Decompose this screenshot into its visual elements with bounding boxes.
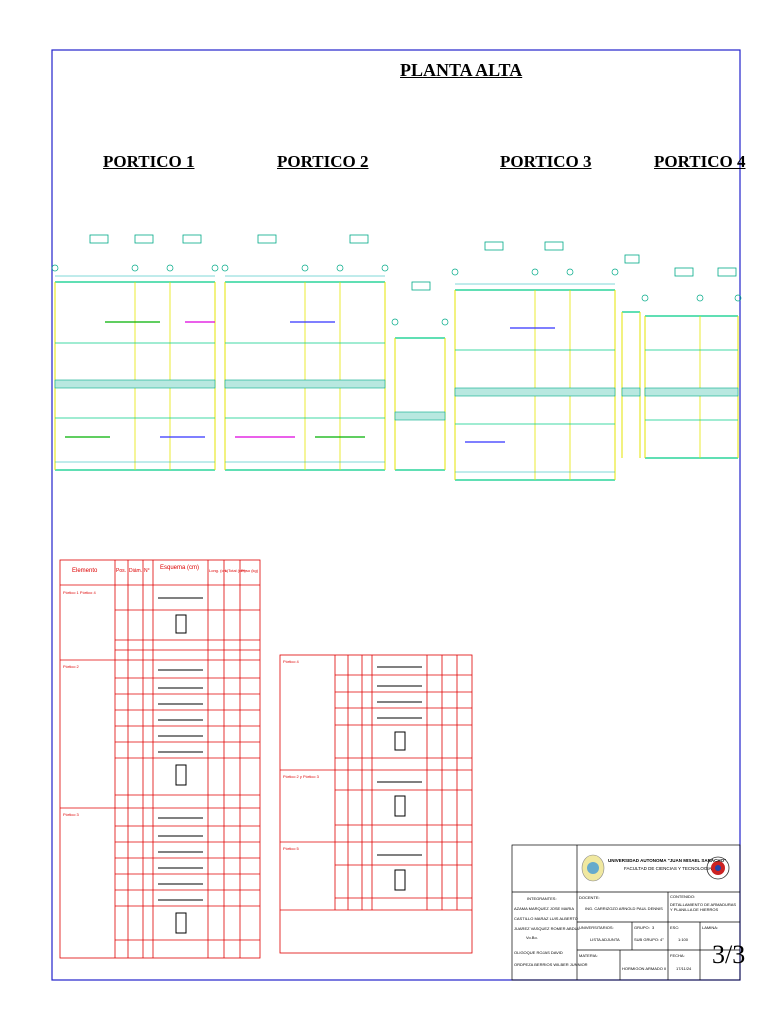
universitarios-label: UNIVERSITARIOS: [579,925,614,930]
rebar-schedule-table-1 [59,559,261,959]
escala-label: ESC: [670,925,680,930]
contenido-text: DETALLAMIENTO DE ARMADURAS Y PLANILLA DE… [670,902,737,912]
rebar-shapes-table-1 [158,597,203,934]
visto-bueno-label: Vo.Bo. [526,935,538,940]
table1-header-elemento: Elemento [72,568,98,574]
portico-elevations [51,234,742,481]
portico-1-elevation [51,234,219,471]
portico-2-elevation [221,234,389,471]
table2-section-3: Pórtico 5 [283,846,299,851]
portico-4-title: PORTICO 4 [654,152,746,171]
rebar-shapes-table-2 [377,666,422,891]
portico-2-title: PORTICO 2 [277,152,369,171]
materia-label: MATERIA: [579,953,598,958]
subgrupo-value: 4° [660,937,664,942]
integrante-3: JUAREZ VASQUEZ ROMER ABDUL [514,926,580,931]
university-logo [581,854,605,882]
table1-header-diam: Diám. [129,568,143,574]
sheet-number: 3/3 [712,940,746,969]
university-name: UNIVERSIDAD AUTONOMA "JUAN MISAEL SARACH… [608,858,727,863]
integrante-1: AZAMA MARQUEZ JOSE MARIA [514,906,575,911]
rebar-schedule-table-2 [279,654,473,954]
portico-column-elevation [391,281,449,471]
table1-header-ltotal: L Total (cm) [225,568,246,573]
portico-4-elevation [621,254,742,459]
contenido-label: CONTENIDO: [670,894,696,899]
grupo-label: GRUPO: [634,925,650,930]
universitarios-value: LISTA ADJUNTA [590,937,620,942]
faculty-name: FACULTAD DE CIENCIAS Y TECNOLOGIA [624,866,712,871]
table1-section-2: Pórtico 2 [63,664,79,669]
table2-section-1: Pórtico 4 [283,659,299,664]
lamina-label: LAMINA: [702,925,719,930]
title-block [511,844,741,981]
fecha-label: FECHA: [670,953,685,958]
escala-value: 1:100 [678,937,689,942]
table1-header-pos: Pos. [116,568,127,574]
portico-3-title: PORTICO 3 [500,152,592,171]
table1-header-n: N° [144,568,150,574]
integrante-4: OLIGOQUE ROJAS DAVID [514,950,563,955]
fecha-value: 17/11/24 [676,966,692,971]
main-title: PLANTA ALTA [400,60,523,80]
docente-name: ING. CARRIZOZO ARNOLD PAUL DENNIS [585,906,663,911]
table1-header-peso: Peso (kg) [241,568,259,573]
table2-section-2: Pórtico 2 y Pórtico 3 [283,774,319,779]
table1-header-esquema: Esquema (cm) [160,565,200,571]
integrante-2: CASTILLO MARAZ LUIS ALBERTO [514,916,578,921]
table1-section-1: Pórtico 1 Pórtico 4 [63,590,96,595]
portico-1-title: PORTICO 1 [103,152,195,171]
subgrupo-label: SUB GRUPO: [634,937,660,942]
faculty-logo [706,856,730,880]
integrantes-label: INTEGRANTES: [527,896,557,901]
sheet-frame [51,49,741,981]
portico-3-elevation [451,241,619,481]
integrante-5: ORDPEZA BERRIOS WILBER JUNNIOR [514,962,588,967]
table1-header-long: Long. (cm) [209,568,229,573]
grupo-value: 3 [652,925,655,930]
materia-value: HORMIGON ARMADO II [622,966,667,971]
docente-label: DOCENTE: [579,895,600,900]
table1-section-3: Pórtico 3 [63,812,79,817]
